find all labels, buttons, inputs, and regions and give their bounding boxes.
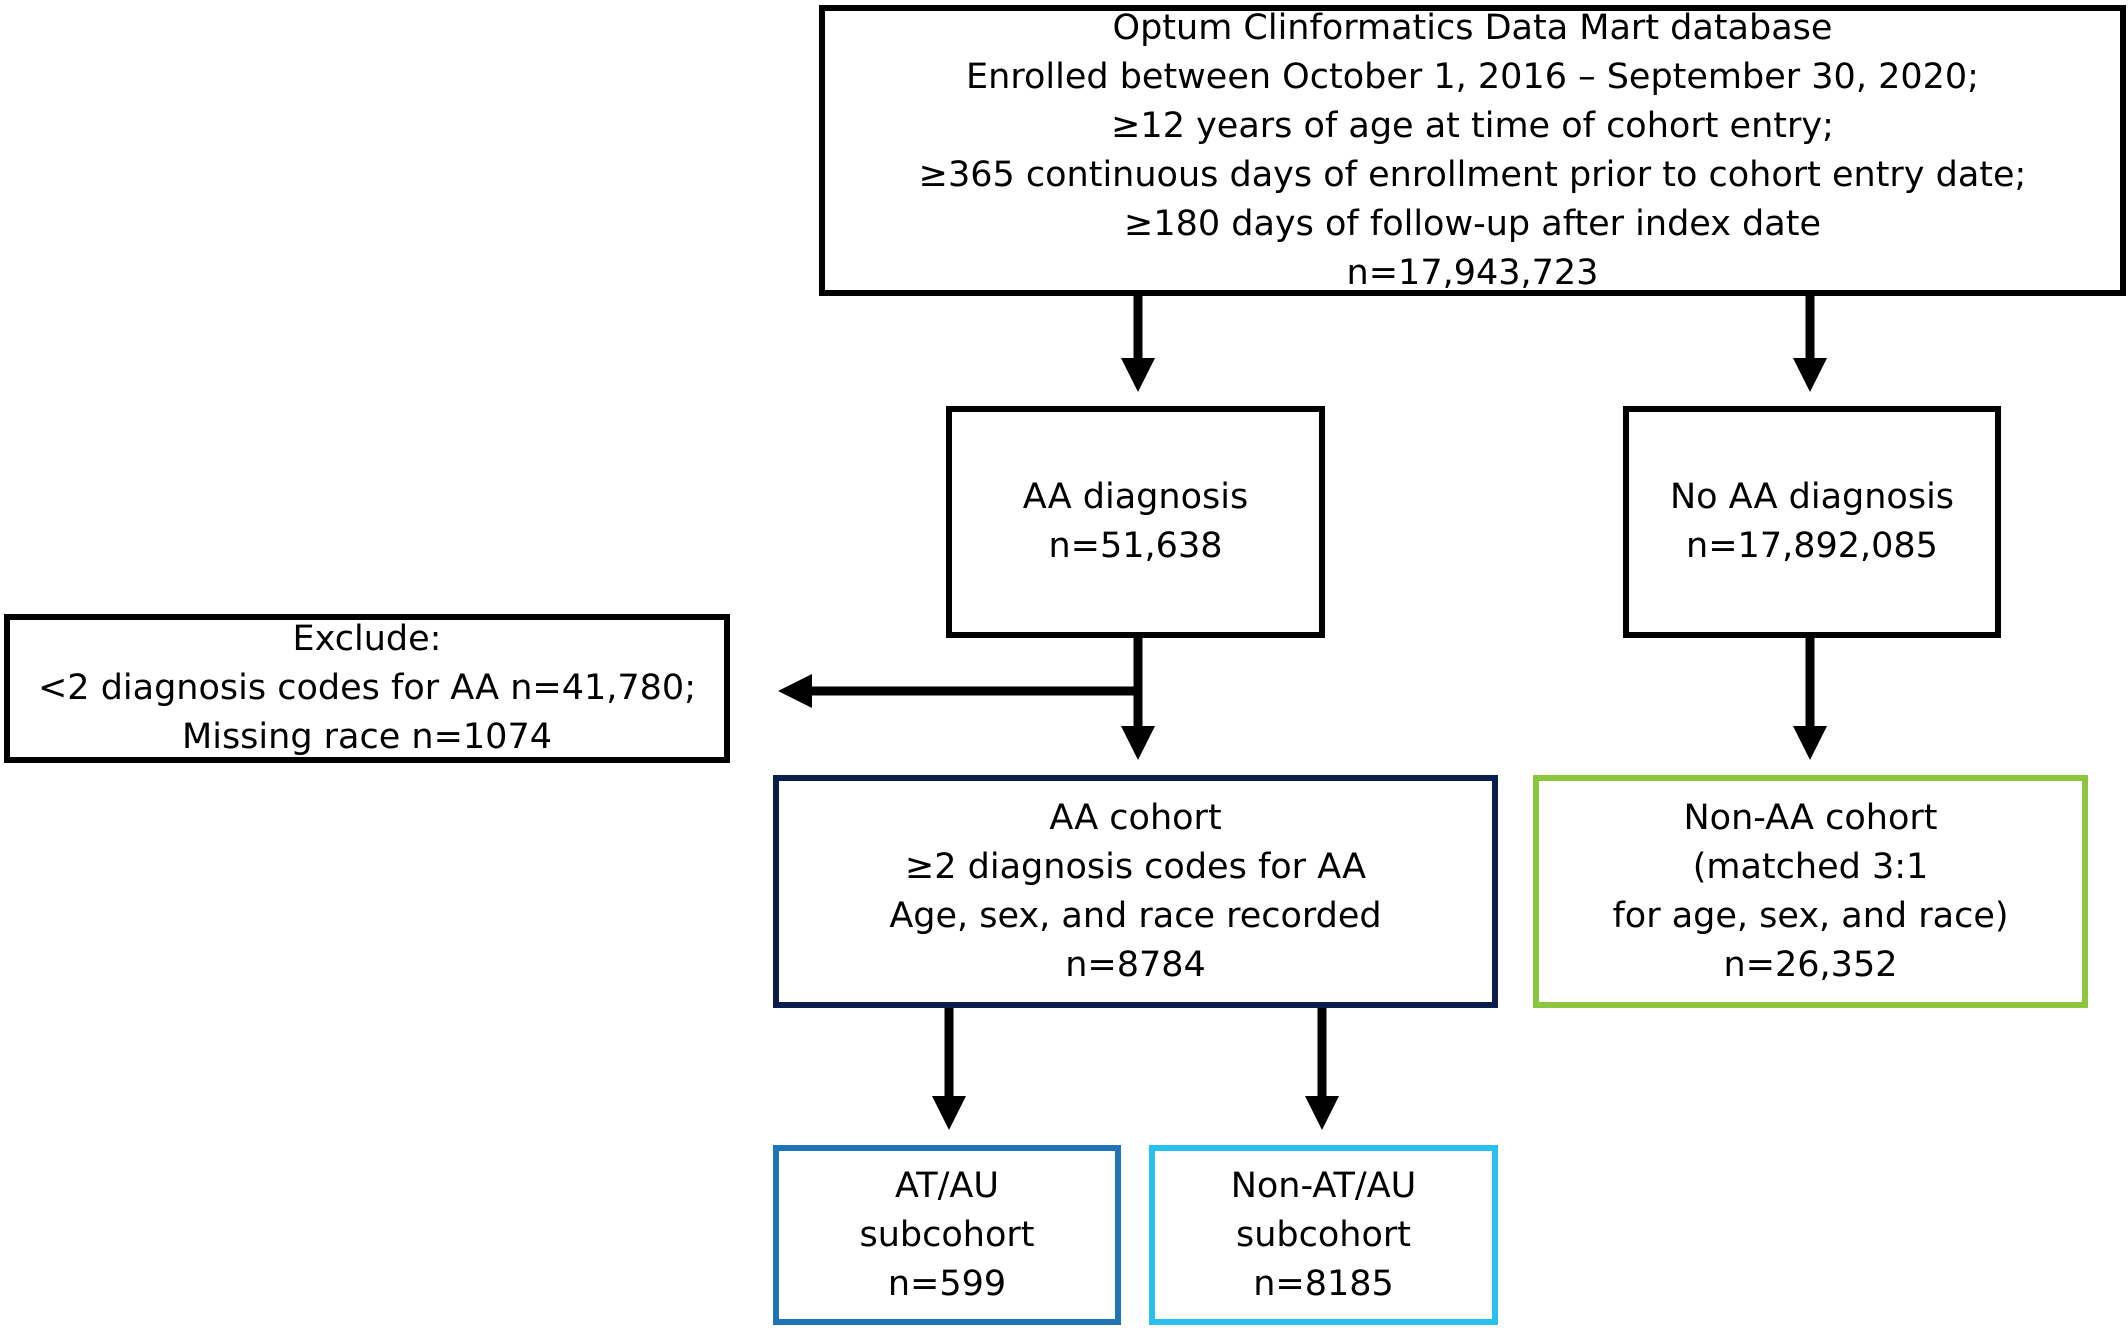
source-database-box: Optum Clinformatics Data Mart database E… [819,5,2126,296]
aa-cohort-title: AA cohort [1049,797,1222,838]
aa-cohort-criterion-2: Age, sex, and race recorded [889,895,1382,936]
source-line-1: Optum Clinformatics Data Mart database [1112,7,1833,48]
non-at-au-subcohort-box: Non-AT/AU subcohort n=8185 [1149,1145,1498,1325]
source-line-4: ≥365 continuous days of enrollment prior… [918,154,2027,195]
arrowhead-no-aa-diagnosis [1793,358,1827,392]
arrowhead-non-at-au [1305,1096,1339,1130]
aa-diagnosis-count: n=51,638 [1048,526,1223,566]
aa-cohort-box: AA cohort ≥2 diagnosis codes for AA Age,… [773,775,1498,1008]
arrowhead-aa-diagnosis [1121,358,1155,392]
no-aa-diagnosis-box: No AA diagnosis n=17,892,085 [1623,406,2001,638]
no-aa-diagnosis-label: No AA diagnosis [1669,477,1955,517]
non-aa-cohort-match-2: for age, sex, and race) [1612,895,2009,936]
at-au-subcohort-box: AT/AU subcohort n=599 [773,1145,1121,1325]
source-line-5: ≥180 days of follow-up after index date [1124,203,1821,244]
at-au-subtitle: subcohort [859,1214,1035,1255]
non-at-au-subtitle: subcohort [1236,1214,1411,1255]
exclude-reason-1: <2 diagnosis codes for AA n=41,780; [37,668,696,708]
exclude-reason-2: Missing race n=1074 [182,717,552,757]
arrowhead-non-aa-cohort [1793,726,1827,760]
non-aa-cohort-count: n=26,352 [1723,944,1898,985]
at-au-title: AT/AU [895,1165,999,1206]
non-aa-cohort-title: Non-AA cohort [1683,797,1938,838]
arrowhead-exclude [778,674,812,708]
source-line-3: ≥12 years of age at time of cohort entry… [1111,105,1834,146]
non-aa-cohort-box: Non-AA cohort (matched 3:1 for age, sex,… [1533,775,2088,1008]
source-line-6: n=17,943,723 [1346,252,1599,293]
source-line-2: Enrolled between October 1, 2016 – Septe… [966,56,1979,97]
exclude-title: Exclude: [292,619,442,659]
arrowhead-aa-cohort [1121,726,1155,760]
aa-cohort-count: n=8784 [1065,944,1206,985]
exclude-box: Exclude: <2 diagnosis codes for AA n=41,… [4,614,730,763]
non-at-au-count: n=8185 [1253,1263,1394,1304]
arrowhead-at-au [932,1096,966,1130]
non-aa-cohort-match-1: (matched 3:1 [1692,846,1929,887]
aa-cohort-criterion-1: ≥2 diagnosis codes for AA [904,846,1367,887]
aa-diagnosis-box: AA diagnosis n=51,638 [946,406,1325,638]
no-aa-diagnosis-count: n=17,892,085 [1686,526,1938,566]
at-au-count: n=599 [887,1263,1007,1304]
non-at-au-title: Non-AT/AU [1230,1165,1417,1206]
aa-diagnosis-label: AA diagnosis [1022,477,1249,517]
